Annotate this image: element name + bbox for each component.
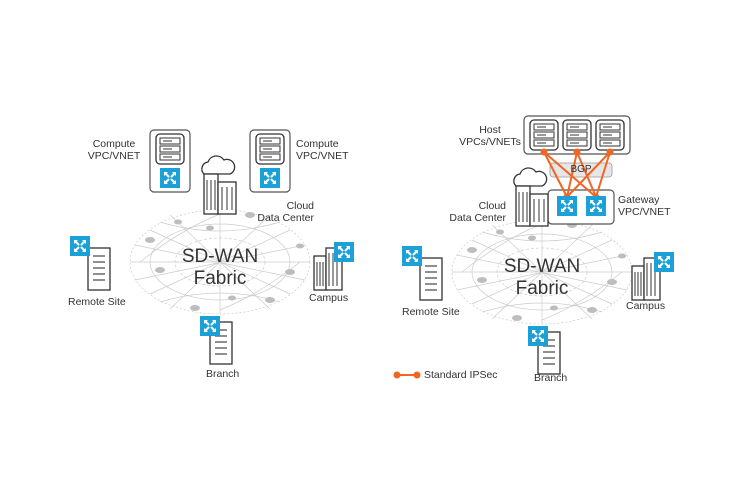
router-icon xyxy=(199,315,221,337)
mesh-nodes-right xyxy=(467,222,626,321)
host-vpcs-label: Host VPCs/VNETs xyxy=(458,124,522,148)
compute-left-label: Compute VPC/VNET xyxy=(86,138,142,162)
remote-site-label-left: Remote Site xyxy=(68,296,126,308)
compute-right-label: Compute VPC/VNET xyxy=(296,138,349,162)
router-icon xyxy=(333,241,355,263)
cloud-dc-line2: Data Center xyxy=(257,212,314,224)
fabric-line2: Fabric xyxy=(515,278,569,299)
fabric-line1: SD-WAN xyxy=(503,256,581,277)
compute-right-line1: Compute xyxy=(296,138,339,150)
legend-ipsec-line xyxy=(393,371,421,379)
cloud-dc-line1: Cloud xyxy=(286,200,314,212)
gateway-label: Gateway VPC/VNET xyxy=(618,194,671,218)
router-icon xyxy=(556,195,578,217)
compute-vpc-left xyxy=(149,129,191,193)
router-icon xyxy=(159,167,181,189)
compute-left-line1: Compute xyxy=(92,138,136,150)
host-line1: Host xyxy=(479,124,501,136)
fabric-line2: Fabric xyxy=(193,268,247,289)
router-icon xyxy=(585,195,607,217)
bgp-label: BGP xyxy=(570,164,592,175)
remote-site-label-right: Remote Site xyxy=(402,306,460,318)
branch-label-right: Branch xyxy=(534,372,568,384)
gateway-line1: Gateway xyxy=(618,194,660,206)
campus-label-right: Campus xyxy=(626,300,666,312)
fabric-label-left: SD-WAN Fabric xyxy=(175,246,265,290)
server-stack-icon xyxy=(562,119,592,151)
cloud-dc-label-left: Cloud Data Center xyxy=(244,200,314,224)
cloud-dc-label-right: Cloud Data Center xyxy=(440,200,506,224)
legend-ipsec-label: Standard IPSec xyxy=(424,369,498,381)
router-icon xyxy=(259,167,281,189)
compute-vpc-right xyxy=(249,129,291,193)
server-stack-icon xyxy=(155,133,185,165)
server-stack-icon xyxy=(529,119,559,151)
host-vpcs xyxy=(523,115,631,155)
server-stack-icon xyxy=(255,133,285,165)
cloud-building-icon xyxy=(201,155,237,215)
router-icon xyxy=(653,251,675,273)
router-icon xyxy=(401,245,423,267)
office-building-icon xyxy=(419,257,443,301)
compute-left-line2: VPC/VNET xyxy=(87,150,141,162)
cloud-dc-line1: Cloud xyxy=(478,200,506,212)
gateway-line2: VPC/VNET xyxy=(618,206,671,218)
compute-right-line2: VPC/VNET xyxy=(296,150,349,162)
cloud-building-icon xyxy=(513,167,549,227)
office-building-icon xyxy=(87,247,111,291)
fabric-line1: SD-WAN xyxy=(181,246,259,267)
router-icon xyxy=(527,325,549,347)
mesh-nodes-left xyxy=(145,212,304,311)
cloud-dc-line2: Data Center xyxy=(449,212,506,224)
host-line2: VPCs/VNETs xyxy=(459,136,521,148)
router-icon xyxy=(69,235,91,257)
server-stack-icon xyxy=(595,119,625,151)
branch-label-left: Branch xyxy=(206,368,240,380)
campus-label-left: Campus xyxy=(309,292,349,304)
fabric-label-right: SD-WAN Fabric xyxy=(497,256,587,300)
